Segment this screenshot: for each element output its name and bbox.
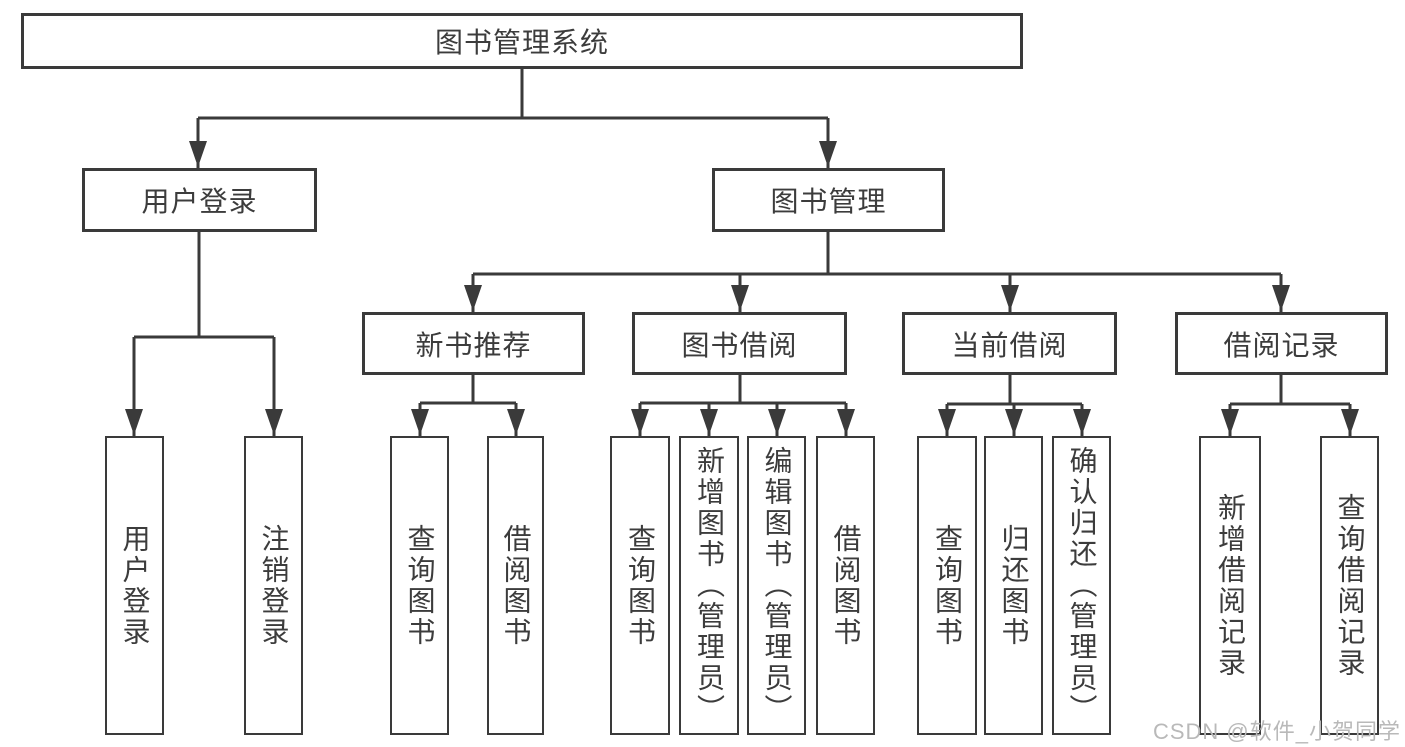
node-label: 图书管理系统 <box>434 27 609 58</box>
node-label: 借阅记录 <box>1223 329 1340 361</box>
leaf-label: 查询图书 <box>625 523 656 648</box>
leaf-label: 查询图书 <box>932 523 963 648</box>
leaf-borrow-books-recommend: 借阅图书 <box>487 436 544 735</box>
node-label: 图书借阅 <box>681 329 798 361</box>
node-user-login: 用户登录 <box>82 168 317 232</box>
leaf-query-books-recommend: 查询图书 <box>390 436 449 735</box>
leaf-confirm-return-admin: 确认归还（管理员） <box>1052 436 1111 735</box>
leaf-label: 归还图书 <box>998 523 1030 648</box>
node-new-book-recommend: 新书推荐 <box>362 312 585 375</box>
leaf-label: 确认归还（管理员） <box>1066 446 1098 725</box>
leaf-add-books-admin: 新增图书（管理员） <box>679 436 739 735</box>
leaf-borrow-books: 借阅图书 <box>816 436 875 735</box>
leaf-label: 借阅图书 <box>500 523 532 648</box>
leaf-label: 查询图书 <box>404 523 436 648</box>
node-label: 新书推荐 <box>415 329 532 361</box>
leaf-label: 编辑图书（管理员） <box>761 446 793 725</box>
node-borrowing-records: 借阅记录 <box>1175 312 1388 375</box>
leaf-query-borrow-record: 查询借阅记录 <box>1320 436 1379 735</box>
node-label: 图书管理 <box>770 186 887 217</box>
leaf-add-borrow-record: 新增借阅记录 <box>1199 436 1261 735</box>
node-library-management-system: 图书管理系统 <box>21 13 1023 69</box>
leaf-label: 新增图书（管理员） <box>694 446 725 725</box>
leaf-query-books-current: 查询图书 <box>917 436 977 735</box>
leaf-logout: 注销登录 <box>244 436 303 735</box>
leaf-label: 注销登录 <box>258 523 290 648</box>
leaf-label: 新增借阅记录 <box>1215 492 1246 679</box>
leaf-user-login: 用户登录 <box>105 436 164 735</box>
leaf-label: 用户登录 <box>119 523 151 648</box>
leaf-label: 借阅图书 <box>830 523 862 648</box>
leaf-label: 查询借阅记录 <box>1334 492 1366 679</box>
csdn-watermark: CSDN @软件_小贺同学 <box>1152 719 1401 744</box>
node-book-management: 图书管理 <box>712 168 945 232</box>
node-label: 用户登录 <box>141 186 258 217</box>
leaf-edit-books-admin: 编辑图书（管理员） <box>747 436 806 735</box>
node-label: 当前借阅 <box>951 329 1068 361</box>
node-book-borrowing: 图书借阅 <box>632 312 847 375</box>
leaf-return-books: 归还图书 <box>984 436 1043 735</box>
leaf-query-books-borrowing: 查询图书 <box>610 436 670 735</box>
node-current-borrowing: 当前借阅 <box>902 312 1117 375</box>
